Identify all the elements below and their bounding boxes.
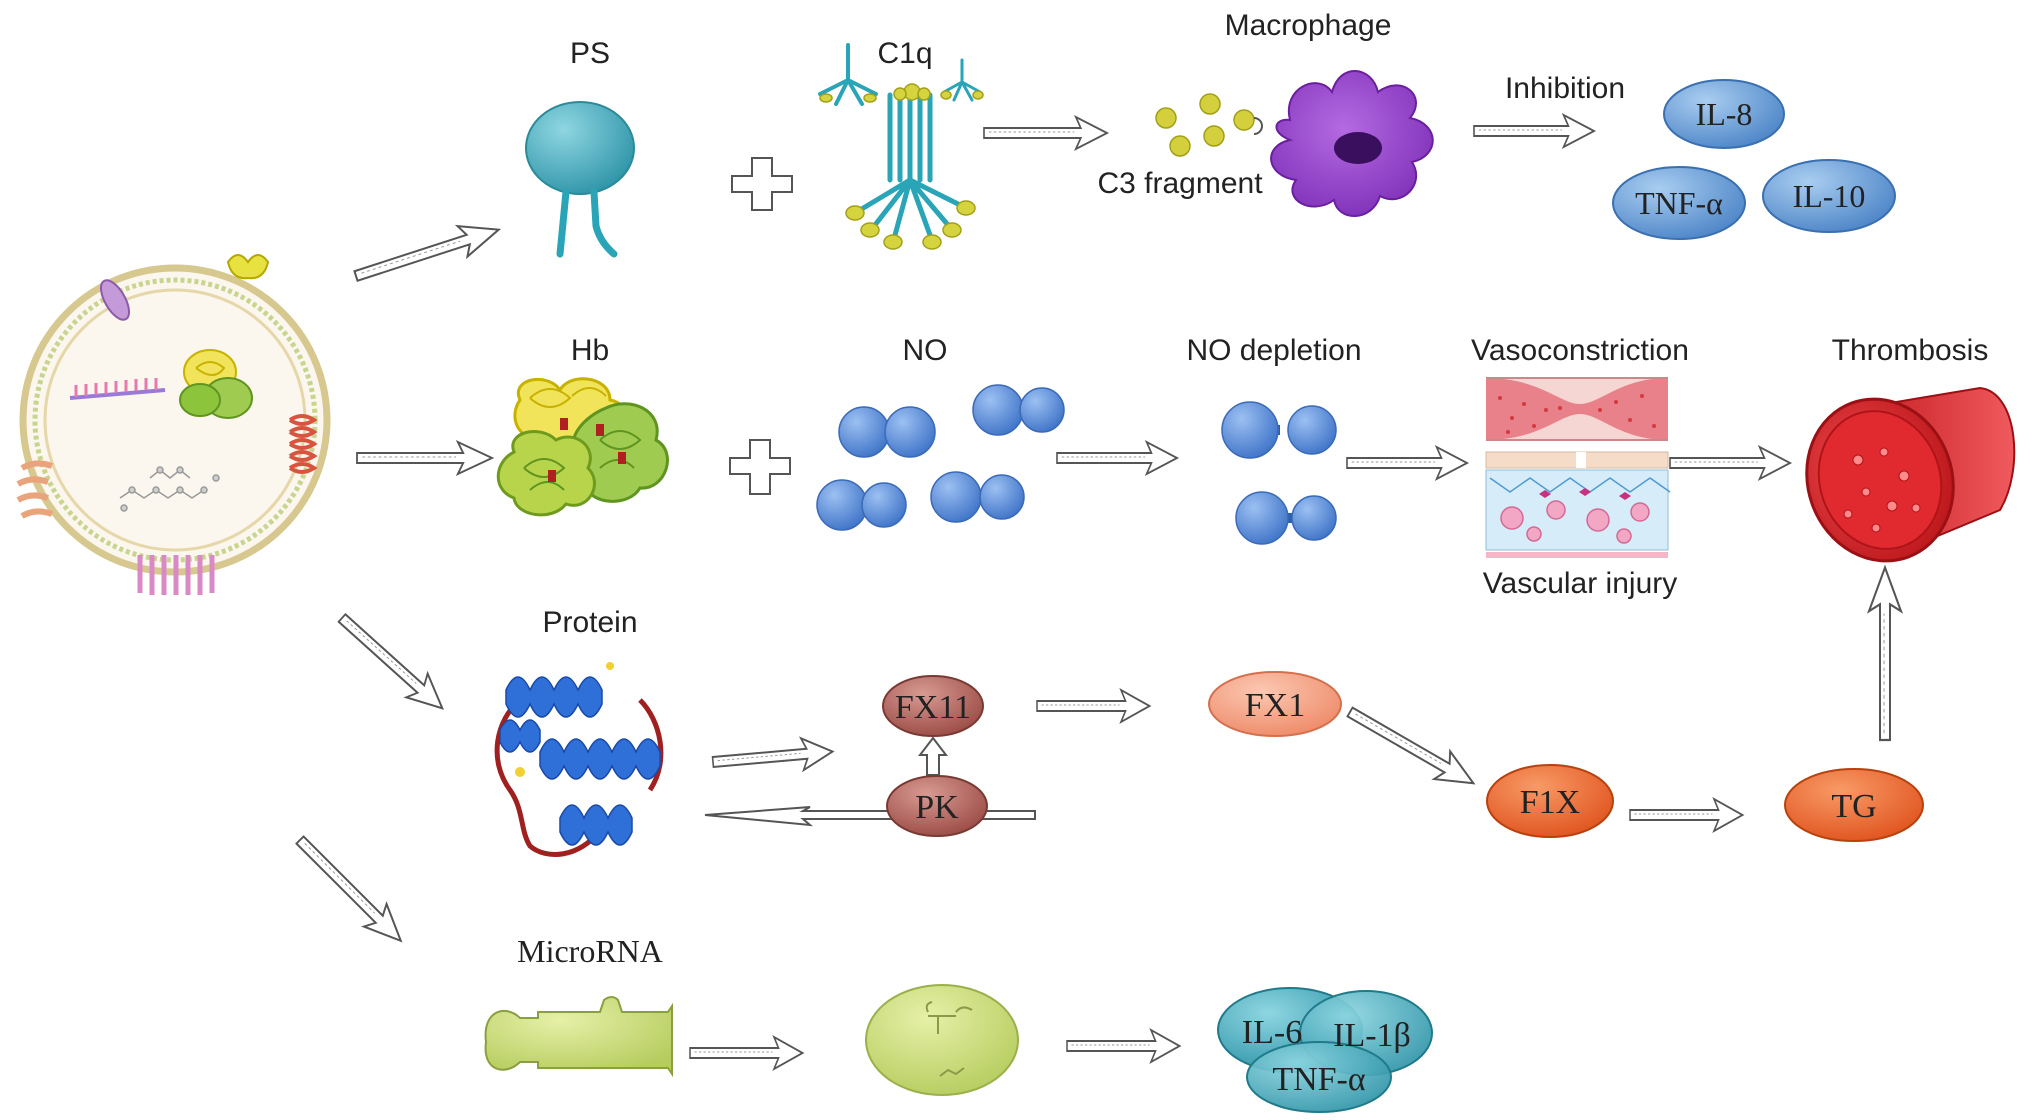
label-vasoconstriction: Vasoconstriction	[1471, 334, 1689, 367]
vasoconstriction-icon	[1486, 377, 1668, 441]
factor-f1x-label: F1X	[1520, 784, 1580, 821]
c1q-icon	[818, 43, 982, 238]
label-hb: Hb	[571, 334, 609, 367]
no-molecule	[1221, 401, 1337, 459]
factor-tg-label: TG	[1831, 788, 1876, 825]
c3-receptor	[1253, 117, 1263, 135]
no-molecules	[816, 384, 1065, 531]
label-inhibition: Inhibition	[1505, 72, 1625, 105]
factor-pk: PK	[886, 775, 988, 837]
cytokine-tnfa2-label: TNF-α	[1272, 1061, 1366, 1098]
label-macrophage: Macrophage	[1225, 9, 1392, 42]
rna-strand-icon	[69, 378, 166, 400]
label-c1q: C1q	[877, 37, 932, 70]
membrane-protein-red-coil	[288, 414, 318, 474]
plus-icon-row2	[729, 439, 791, 495]
no-molecule	[1235, 491, 1337, 545]
cytokine-il1b-label: IL-1β	[1333, 1017, 1411, 1054]
vesicle	[16, 254, 331, 595]
membrane-protein-purple	[100, 279, 130, 321]
thrombosis-vessel-icon	[1805, 386, 2016, 563]
cytokine-cluster: IL-6 IL-1β TNF-α	[1217, 987, 1433, 1113]
membrane-protein-pink-coil	[137, 555, 215, 595]
membrane-protein-yellow	[226, 254, 270, 280]
no-molecule	[930, 471, 1025, 523]
cytokine-il8: IL-8	[1663, 79, 1785, 149]
label-no: NO	[903, 334, 948, 367]
microrna-icon	[484, 996, 673, 1078]
lipid-molecule-icon	[119, 466, 220, 512]
cytokine-tnfa-label: TNF-α	[1635, 185, 1723, 221]
cytokine-il10-label: IL-10	[1793, 178, 1866, 214]
c1q-heads	[819, 83, 984, 250]
no-molecule	[816, 479, 907, 531]
hemoglobin-small-icon	[179, 349, 253, 419]
no-molecule	[838, 406, 936, 458]
label-microrna: MicroRNA	[517, 933, 663, 969]
no-depletion-molecules	[1221, 401, 1337, 545]
factor-fx1-label: FX1	[1245, 687, 1305, 724]
phosphatidylserine-icon	[525, 101, 635, 258]
protein-structure-icon	[494, 662, 664, 857]
factor-pk-label: PK	[915, 789, 959, 826]
c3-fragment-icon	[1155, 93, 1255, 157]
microrna-vesicle-icon	[865, 984, 1019, 1096]
cytokine-il10: IL-10	[1762, 159, 1896, 233]
cytokine-tnfa: TNF-α	[1612, 166, 1746, 240]
pk-to-fx11-arrow	[917, 736, 949, 776]
label-vascular-injury: Vascular injury	[1483, 567, 1678, 600]
factor-f1x: F1X	[1486, 764, 1614, 838]
cytokine-il8-label: IL-8	[1696, 96, 1753, 132]
hemoglobin-icon	[496, 377, 669, 517]
label-protein: Protein	[542, 606, 637, 639]
label-thrombosis: Thrombosis	[1832, 334, 1989, 367]
no-molecule	[972, 384, 1065, 436]
factor-fx1: FX1	[1208, 671, 1342, 737]
factor-fx11: FX11	[882, 675, 984, 737]
plus-icon-row1	[731, 157, 793, 211]
label-ps: PS	[570, 37, 610, 70]
factor-tg: TG	[1784, 768, 1924, 842]
macrophage-icon	[1270, 70, 1434, 217]
label-c3-fragment: C3 fragment	[1097, 167, 1263, 200]
cytokine-il6-label: IL-6	[1242, 1014, 1302, 1051]
label-no-depletion: NO depletion	[1186, 334, 1361, 367]
factor-fx11-label: FX11	[895, 689, 971, 726]
vascular-injury-icon	[1485, 451, 1671, 558]
membrane-protein-peach-coil	[16, 460, 54, 519]
